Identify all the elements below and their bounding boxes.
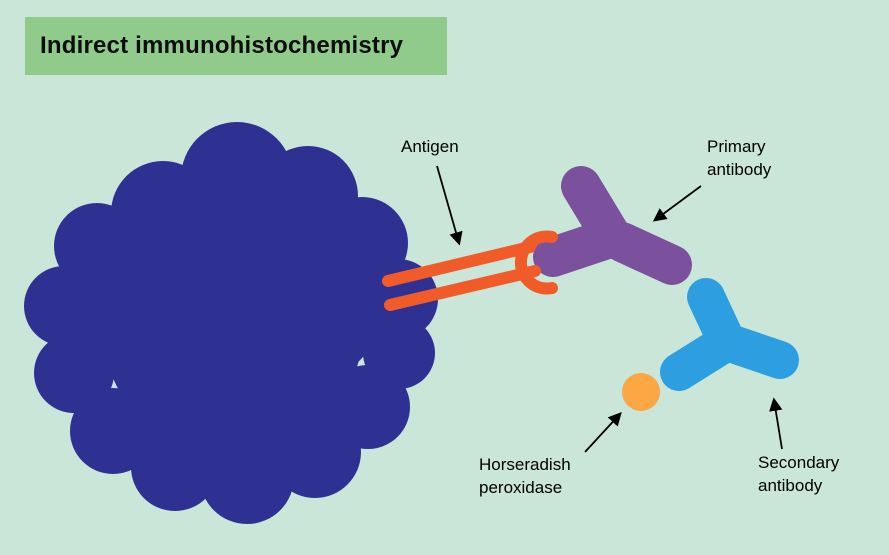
secondary-antibody-shape [660,278,799,391]
hrp-circle [622,373,660,411]
primary-antibody-arrow [652,185,702,222]
hrp-label: Horseradish peroxidase [479,455,571,498]
primary-antibody-label: Primary antibody [707,137,772,180]
secondary-antibody-arrow [769,397,783,450]
antigen-shape [382,230,558,311]
primary-antibody-shape [533,166,692,285]
annotation-arrows [436,165,783,453]
title: Indirect immunohistochemistry [40,32,404,59]
secondary-antibody-label: Secondary antibody [758,453,840,496]
antigen-label: Antigen [401,137,459,156]
antigen-arrow [436,165,463,246]
hrp-arrow [584,412,622,453]
cell-blob [24,122,438,524]
title-box [25,17,447,75]
